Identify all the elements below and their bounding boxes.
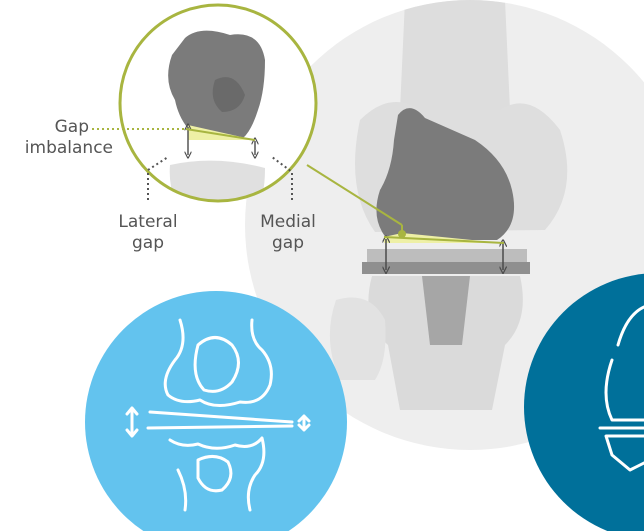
lateral-gap-line1: Lateral — [98, 212, 198, 233]
lateral-gap-line2: gap — [98, 233, 198, 254]
gap-imbalance-line2: imbalance — [0, 138, 113, 159]
lower-cut-plane — [148, 426, 292, 428]
fibula-bone — [330, 298, 386, 381]
medial-gap-line2: gap — [238, 233, 338, 254]
zoom-connector-dot — [398, 230, 406, 238]
medial-gap-label: Medial gap — [238, 212, 338, 254]
gap-imbalance-label: Gap imbalance — [0, 117, 113, 159]
medial-gap-line1: Medial — [238, 212, 338, 233]
femur-shaft — [400, 0, 510, 110]
lateral-gap-label: Lateral gap — [98, 212, 198, 254]
gap-imbalance-line1: Gap — [0, 117, 113, 138]
implant-tray — [362, 262, 530, 274]
tibial-stem — [422, 276, 470, 345]
